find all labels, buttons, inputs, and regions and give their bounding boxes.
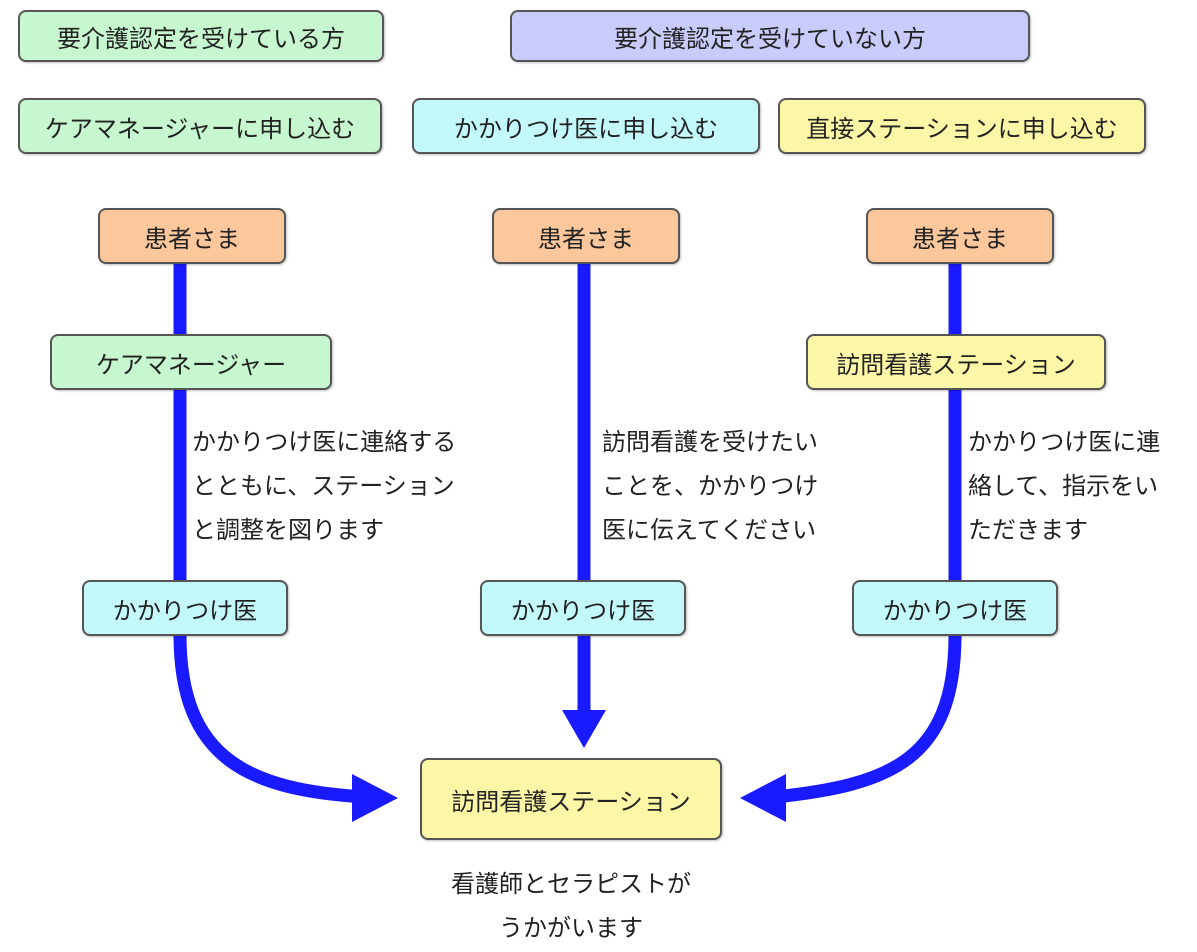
flow-3-doctor: かかりつけ医 [852,580,1058,636]
destination-station: 訪問看護ステーション [420,758,722,840]
flow-1-patient: 患者さま [98,208,286,264]
flow-2-note-line-2: ことを、かかりつけ [602,472,819,500]
legend-certified: 要介護認定を受けている方 [18,10,384,62]
flow-2-arrowhead [562,710,606,748]
legend-via-doctor: かかりつけ医に申し込む [412,98,760,154]
flow-2-doctor: かかりつけ医 [480,580,686,636]
flow-3-arrowhead [740,774,786,822]
flow-1-note: かかりつけ医に連絡する とともに、ステーション と調整を図ります [192,420,456,552]
flow-2-note: 訪問看護を受けたい ことを、かかりつけ 医に伝えてください [602,420,818,552]
legend-not-certified: 要介護認定を受けていない方 [510,10,1030,62]
flow-1-note-line-2: とともに、ステーション [192,472,455,500]
flow-3-station: 訪問看護ステーション [806,334,1106,390]
flow-3-note-line-3: ただきます [968,516,1088,544]
flow-1-doctor: かかりつけ医 [82,580,288,636]
flow-1-note-line-1: かかりつけ医に連絡する [192,428,457,456]
flow-3-curve [774,634,962,804]
flow-1-care-manager: ケアマネージャー [50,334,332,390]
flow-1-arrowhead [352,774,398,822]
destination-caption: 看護師とセラピストが うかがいます [420,862,722,950]
flow-3-patient: 患者さま [866,208,1054,264]
flow-2-note-line-3: 医に伝えてください [602,516,817,544]
flow-2-patient: 患者さま [492,208,680,264]
flow-1-note-line-3: と調整を図ります [192,516,384,544]
flow-3-note: かかりつけ医に連 絡して、指示をい ただきます [968,420,1160,552]
flow-2-note-line-1: 訪問看護を受けたい [602,428,818,456]
legend-via-care-manager: ケアマネージャーに申し込む [18,98,382,154]
legend-direct-station: 直接ステーションに申し込む [778,98,1146,154]
flow-1-curve [173,634,366,804]
flow-3-note-line-1: かかりつけ医に連 [968,428,1161,456]
destination-caption-line-2: うかがいます [499,914,643,942]
destination-caption-line-1: 看護師とセラピストが [451,870,691,898]
flow-3-note-line-2: 絡して、指示をい [968,472,1159,500]
